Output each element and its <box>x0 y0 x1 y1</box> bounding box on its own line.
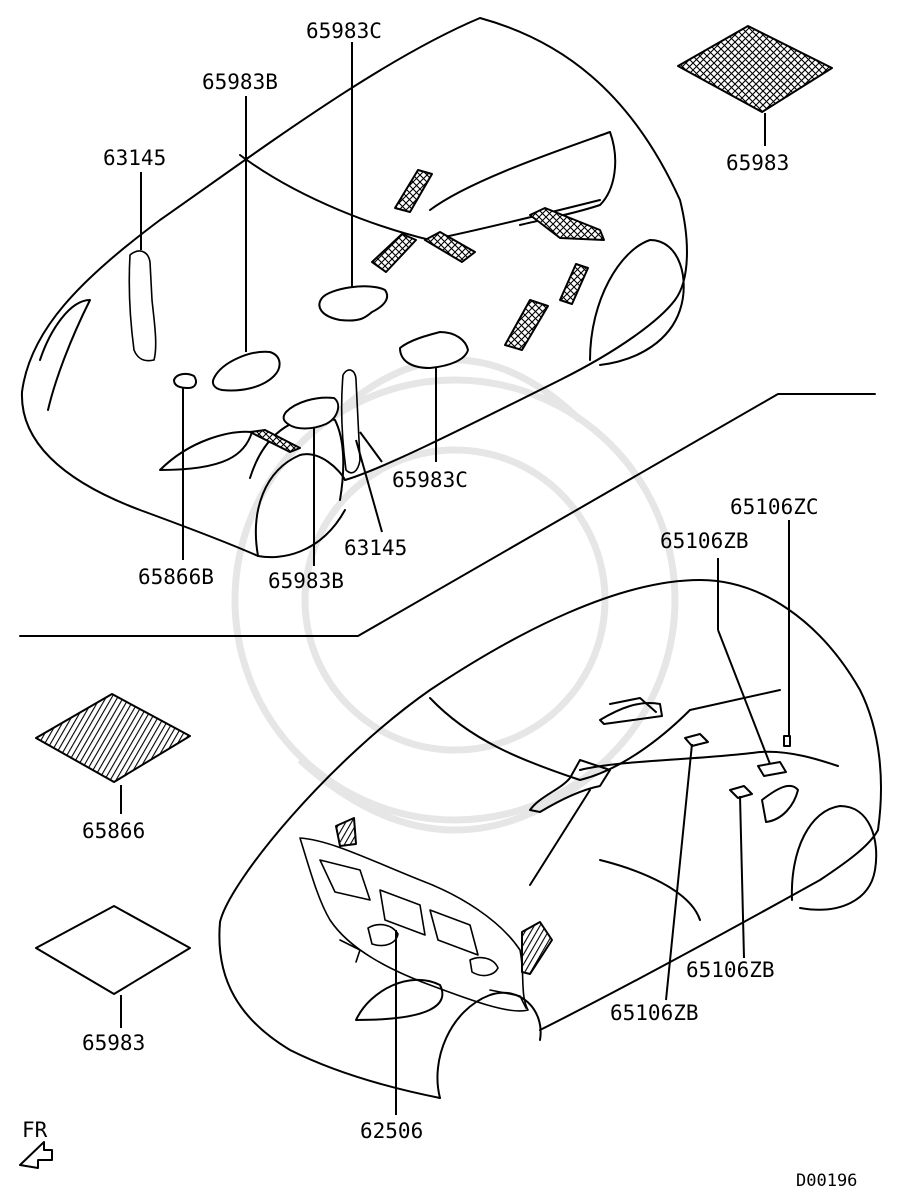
label-65106ZB-bottom: 65106ZB <box>610 1001 699 1025</box>
bottom-car-outline <box>218 579 882 1099</box>
front-arrow-icon <box>19 1141 53 1169</box>
bottom-small-pads <box>684 733 791 799</box>
part-65866-hatched-pad <box>35 693 191 783</box>
part-labels: 65983C 65983B 63145 65983 65983C 63145 6… <box>22 19 857 1187</box>
label-65866: 65866 <box>82 819 145 843</box>
part-62506-dash-insulator <box>299 817 553 1012</box>
label-65106ZB-top: 65106ZB <box>660 529 749 553</box>
label-65983-bottom: 65983 <box>82 1031 145 1055</box>
label-65106ZC: 65106ZC <box>730 495 819 519</box>
label-65106ZB-right: 65106ZB <box>686 958 775 982</box>
label-65983C-top: 65983C <box>306 19 382 43</box>
part-65983-plain-pad <box>35 905 191 995</box>
label-65983B-top: 65983B <box>202 70 278 94</box>
diagram-code: D00196 <box>796 1171 857 1187</box>
top-mesh-parts <box>249 169 605 453</box>
label-62506: 62506 <box>360 1119 423 1143</box>
top-leader-lines <box>140 42 766 566</box>
watermark <box>231 356 679 834</box>
label-65983-top-right: 65983 <box>726 151 789 175</box>
label-65866B: 65866B <box>138 565 214 589</box>
bottom-leader-lines <box>120 520 790 1115</box>
top-pads <box>128 250 469 474</box>
label-65983C-mid: 65983C <box>392 468 468 492</box>
part-65983-mesh-pad <box>677 25 833 113</box>
label-65983B-mid: 65983B <box>268 569 344 593</box>
label-63145-mid: 63145 <box>344 536 407 560</box>
front-marker-label: FR <box>22 1118 48 1142</box>
view-divider <box>19 393 876 637</box>
label-63145-top: 63145 <box>103 146 166 170</box>
